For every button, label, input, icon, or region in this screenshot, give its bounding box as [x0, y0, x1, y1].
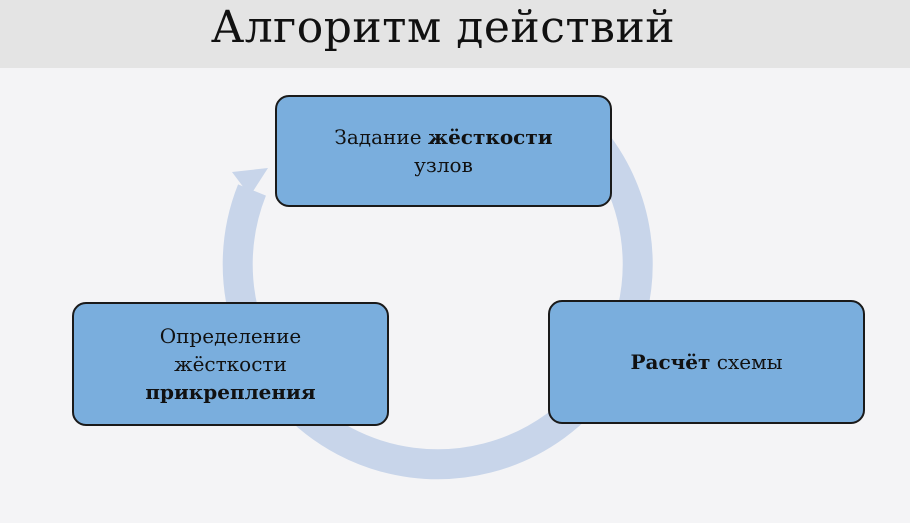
step-text: Задание [334, 125, 428, 149]
step-text: схемы [710, 350, 783, 374]
slide-title: Алгоритм действий [210, 2, 676, 53]
step-text: Определение [159, 324, 302, 348]
step-box-attachment-stiffness: Определение жёсткости прикрепления [72, 302, 389, 426]
step-text: узлов [414, 153, 473, 177]
step-text-bold: прикрепления [145, 380, 316, 404]
arrowhead-icon [232, 168, 268, 196]
title-bar [0, 0, 910, 68]
step-text: жёсткости [174, 352, 287, 376]
step-text-bold: Расчёт [630, 350, 711, 374]
step-box-node-stiffness: Задание жёсткости узлов [275, 95, 612, 207]
step-box-calculation: Расчёт схемы [548, 300, 865, 424]
step-text-bold: жёсткости [427, 125, 553, 149]
